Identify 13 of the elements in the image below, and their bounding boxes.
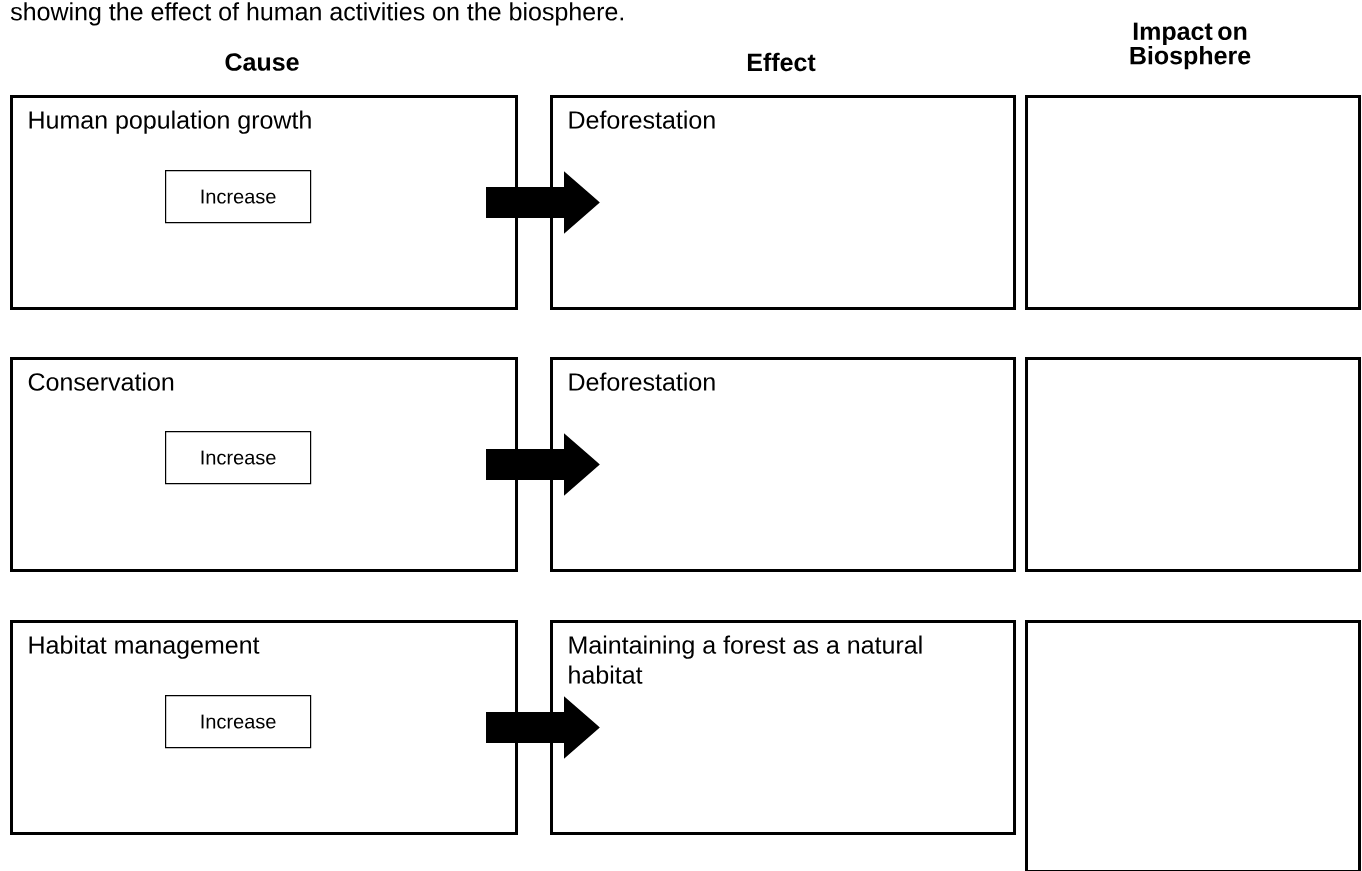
- empty-box: [1025, 95, 1361, 310]
- increase-box: Increase: [165, 431, 312, 485]
- column-heading: Effect: [747, 52, 816, 72]
- text-box: Maintaining a forest as a natural habitat: [550, 620, 1016, 835]
- column-heading: Cause: [225, 53, 299, 71]
- text-box: Deforestation: [550, 357, 1016, 572]
- empty-box: [1025, 620, 1361, 871]
- column-heading: Impact on Biosphere: [1130, 22, 1251, 70]
- increase-box: Increase: [165, 695, 312, 749]
- text-box: Deforestation: [550, 95, 1016, 310]
- increase-box: Increase: [165, 170, 312, 224]
- empty-box: [1025, 357, 1361, 572]
- instruction-text: showing the effect of human activities on the biosphere.: [10, 2, 623, 26]
